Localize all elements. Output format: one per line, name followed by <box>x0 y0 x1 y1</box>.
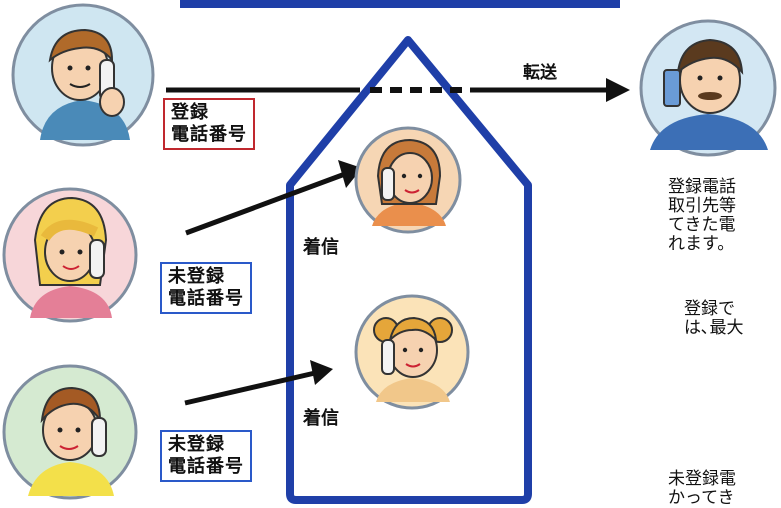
unregistered2-label-line-1: 未登録 <box>168 434 225 455</box>
unregistered-number-label-1: 未登録 電話番号 <box>160 262 252 314</box>
para3-line-1: 未登録電 <box>668 469 736 489</box>
transfer-arrow <box>166 78 630 102</box>
header-bar <box>180 0 620 8</box>
unregistered2-label-line-2: 電話番号 <box>168 456 244 477</box>
unregistered1-label-line-1: 未登録 <box>168 266 225 287</box>
incoming-label-1: 着信 <box>303 237 339 258</box>
caller-man-avatar <box>11 3 155 147</box>
recipient-girl-avatar <box>354 294 470 410</box>
forward-target-man-avatar <box>639 19 777 157</box>
para3-line-2: かってき <box>668 488 735 508</box>
description-paragraph-3: 未登録電 かってき <box>668 470 736 508</box>
transfer-label: 転送 <box>523 63 557 83</box>
registered-label-line-1: 登録 <box>171 102 209 123</box>
para2-line-1: 登録で <box>684 299 735 319</box>
para1-line-3: てきた電 <box>668 215 736 235</box>
unregistered-number-label-2: 未登録 電話番号 <box>160 430 252 482</box>
caller-woman-avatar <box>2 187 138 323</box>
caller-boy-avatar <box>2 364 138 500</box>
para2-line-2: は､最大 <box>684 318 744 338</box>
description-paragraph-2: 登録で は､最大 <box>684 300 744 338</box>
unregistered1-label-line-2: 電話番号 <box>168 288 244 309</box>
para1-line-1: 登録電話 <box>668 177 736 197</box>
incoming-arrow-1 <box>185 160 362 236</box>
incoming-arrow-2 <box>184 360 333 406</box>
description-paragraph-1: 登録電話 取引先等 てきた電 れます。 <box>668 178 736 254</box>
incoming-label-2: 着信 <box>303 408 339 429</box>
recipient-woman-avatar <box>354 126 462 234</box>
house-outline <box>286 36 532 504</box>
para1-line-2: 取引先等 <box>668 196 736 216</box>
registered-number-label: 登録 電話番号 <box>163 98 255 150</box>
para1-line-4: れます。 <box>668 234 735 254</box>
registered-label-line-2: 電話番号 <box>171 124 247 145</box>
